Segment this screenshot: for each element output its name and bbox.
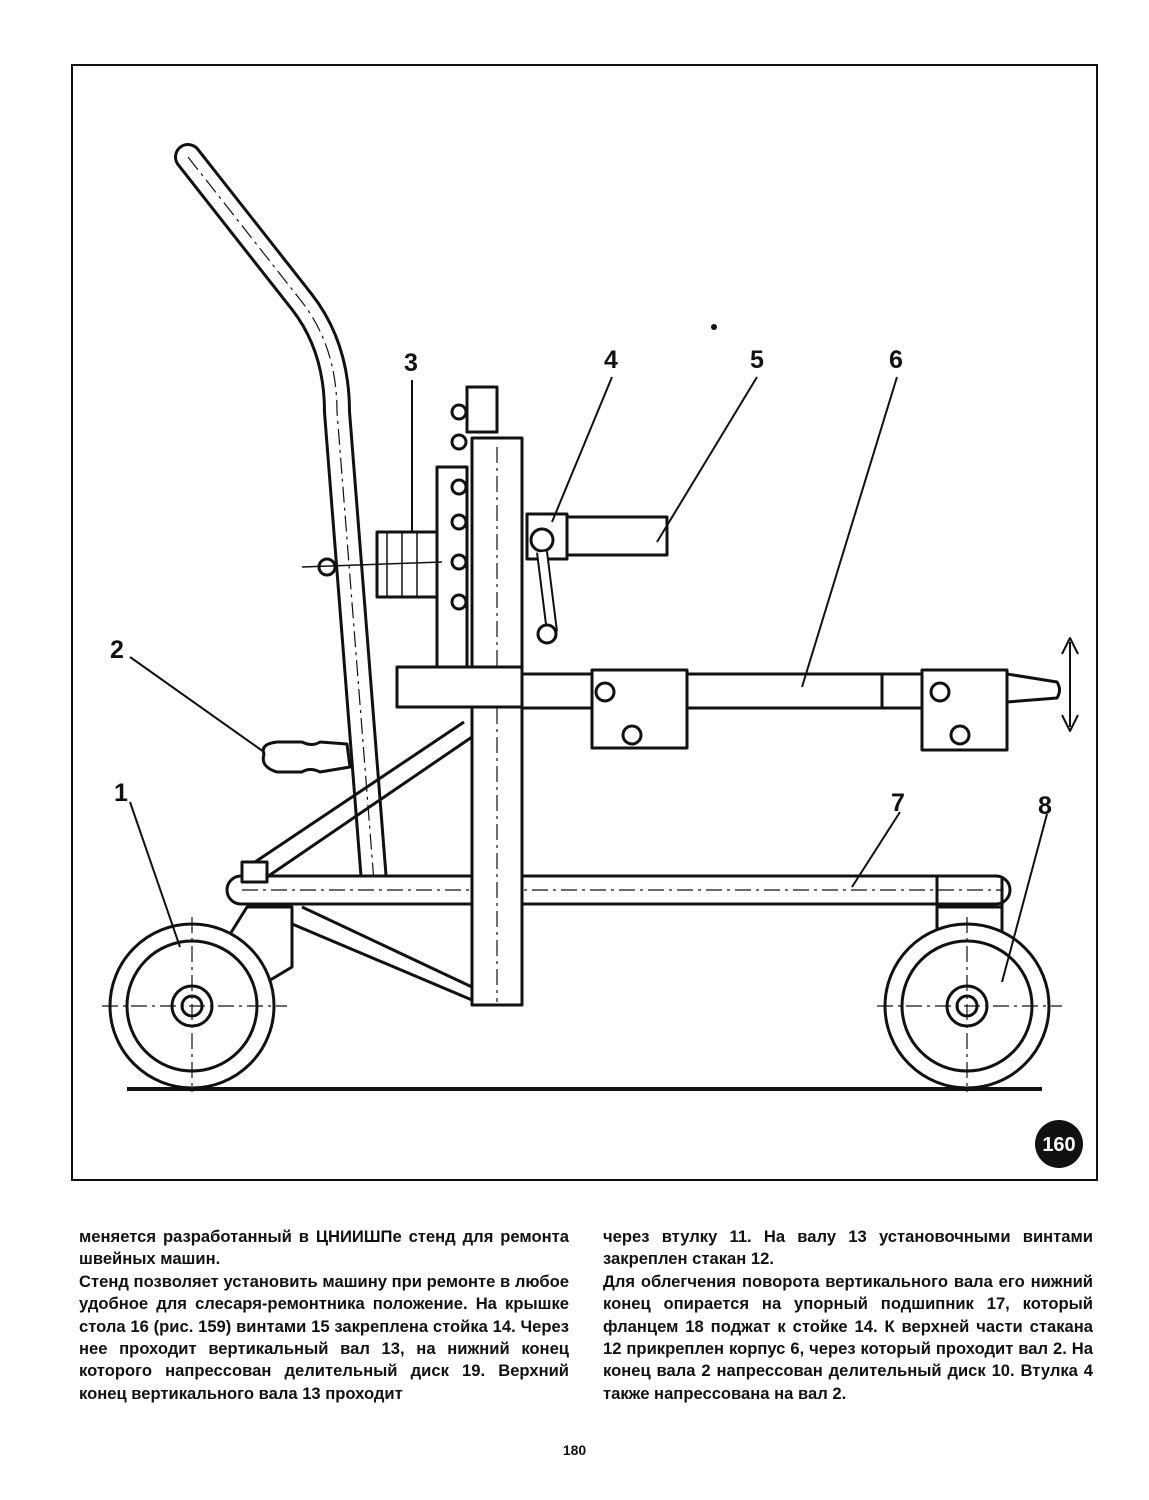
callout-5: 5 xyxy=(750,346,764,374)
callout-4: 4 xyxy=(604,346,618,374)
paragraph: Стенд позволяет установить машину при ре… xyxy=(79,1271,569,1403)
callout-3: 3 xyxy=(404,349,418,377)
paragraph: Для облегчения поворота вертикального ва… xyxy=(603,1271,1093,1403)
figure-number-badge xyxy=(1035,1120,1083,1168)
repair-stand-drawing: 1 2 3 4 5 6 7 8 160 xyxy=(102,143,1083,1168)
callout-7: 7 xyxy=(891,789,905,817)
paragraph: через втулку 11. На валу 13 установочным… xyxy=(603,1227,1093,1269)
callout-6: 6 xyxy=(889,346,903,374)
callout-8: 8 xyxy=(1038,792,1052,820)
page-number: 180 xyxy=(562,1442,587,1458)
frame-tube xyxy=(225,874,1012,906)
horizontal-beam xyxy=(520,672,884,710)
text-column-right: через втулку 11. На валу 13 установочным… xyxy=(603,1226,1093,1405)
callout-2: 2 xyxy=(110,636,124,664)
arm-5 xyxy=(565,515,669,557)
callout-1: 1 xyxy=(114,779,128,807)
paragraph: меняется разработанный в ЦНИИШПе стенд д… xyxy=(79,1227,569,1269)
figure-number: 160 xyxy=(1042,1134,1075,1156)
figure-160: 1 2 3 4 5 6 7 8 160 xyxy=(71,64,1098,1181)
grip-2 xyxy=(261,740,352,774)
text-column-left: меняется разработанный в ЦНИИШПе стенд д… xyxy=(79,1226,569,1405)
